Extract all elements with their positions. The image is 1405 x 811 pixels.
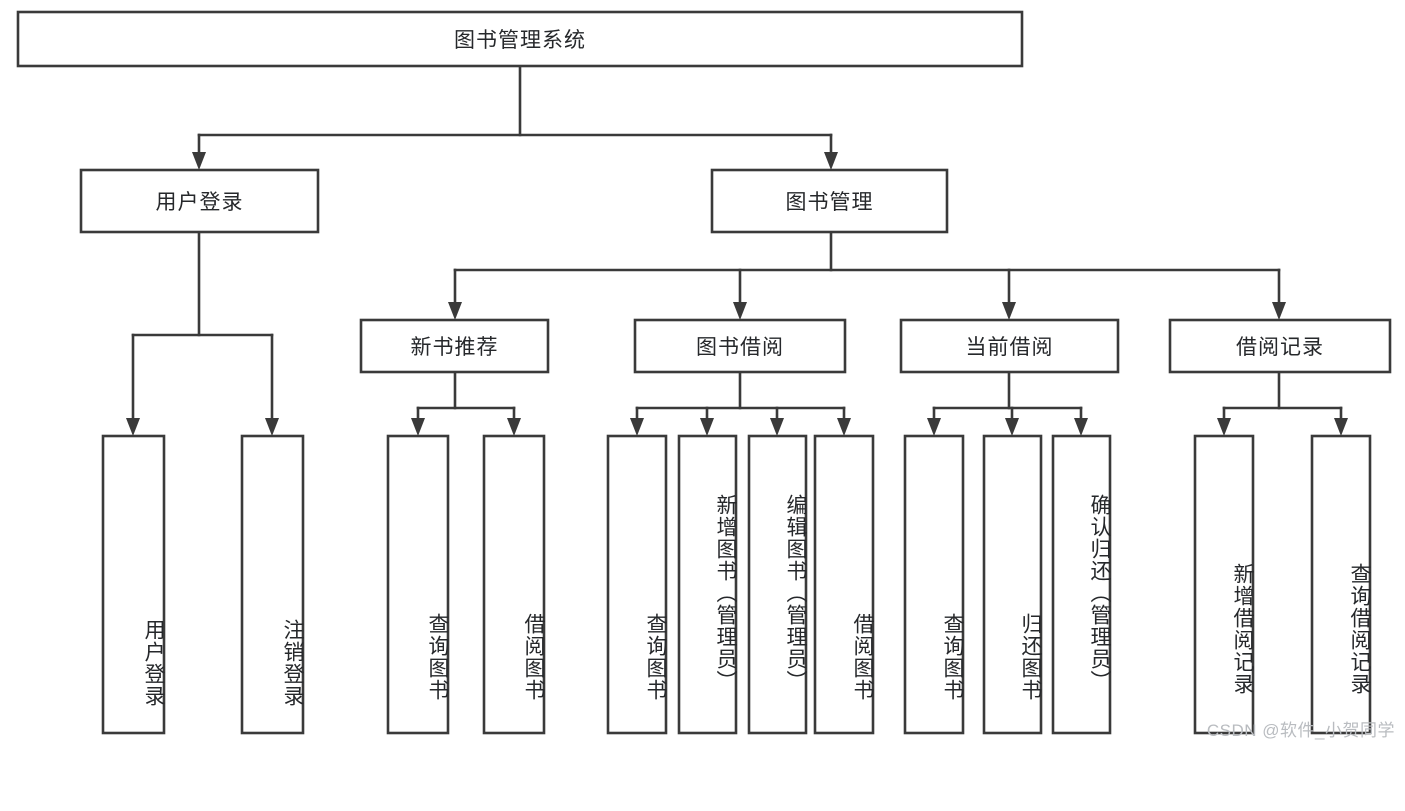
arrowhead-current-borrow [1002, 302, 1016, 320]
arrowhead-leaf-borrow-book [837, 418, 851, 436]
node-current-borrow[interactable] [899, 318, 1120, 374]
arrowhead-leaf-user-login [126, 418, 140, 436]
node-borrow-record[interactable] [1168, 318, 1392, 374]
arrowhead-borrow-record [1272, 302, 1286, 320]
edge-group-root [192, 64, 838, 170]
arrowhead-new-book-recommend [448, 302, 462, 320]
arrowhead-leaf-borrow-book-rec [507, 418, 521, 436]
arrowhead-leaf-confirm-return [1074, 418, 1088, 436]
csdn-watermark: CSDN @软件_小贺同学 [1206, 721, 1395, 740]
arrowhead-book-borrow [733, 302, 747, 320]
node-leaf-add-book[interactable] [677, 434, 738, 735]
node-leaf-query-book-rec[interactable] [386, 434, 450, 735]
node-book-manage[interactable] [710, 168, 949, 234]
node-leaf-user-logout[interactable] [240, 434, 305, 735]
flowchart-svg [16, 10, 1392, 735]
edge-group-current-borrow [927, 370, 1088, 436]
node-leaf-confirm-return[interactable] [1051, 434, 1112, 735]
arrowhead-leaf-add-record [1217, 418, 1231, 436]
node-user-login[interactable] [79, 168, 320, 234]
arrowhead-leaf-edit-book [770, 418, 784, 436]
arrowhead-leaf-add-book [700, 418, 714, 436]
node-leaf-borrow-book[interactable] [813, 434, 875, 735]
edge-group-new-book-recommend [411, 370, 521, 436]
node-leaf-query-record[interactable] [1310, 434, 1372, 735]
arrowhead-leaf-query-record [1334, 418, 1348, 436]
node-leaf-borrow-book-rec[interactable] [482, 434, 546, 735]
node-root[interactable] [16, 10, 1024, 68]
node-leaf-edit-book[interactable] [747, 434, 808, 735]
edge-group-book-manage [448, 230, 1286, 320]
arrowhead-book-manage [824, 152, 838, 170]
arrowhead-leaf-return-book [1005, 418, 1019, 436]
arrowhead-leaf-user-logout [265, 418, 279, 436]
node-leaf-user-login[interactable] [101, 434, 166, 735]
edge-group-borrow-record [1217, 370, 1348, 436]
node-book-borrow[interactable] [633, 318, 847, 374]
arrowhead-user-login [192, 152, 206, 170]
edge-group-book-borrow [630, 370, 851, 436]
node-leaf-query-book-borrow[interactable] [606, 434, 668, 735]
node-leaf-query-book-current[interactable] [903, 434, 965, 735]
arrowhead-leaf-query-book-rec [411, 418, 425, 436]
edge-group-user-login [126, 230, 279, 436]
arrowhead-leaf-query-book-borrow [630, 418, 644, 436]
node-new-book-recommend[interactable] [359, 318, 550, 374]
arrowhead-leaf-query-book-current [927, 418, 941, 436]
node-leaf-add-record[interactable] [1193, 434, 1255, 735]
node-leaf-return-book[interactable] [982, 434, 1043, 735]
diagram-canvas: 图书管理系统 用户登录 图书管理 新书推荐 图书借阅 当前借阅 借阅记录 用户登… [16, 10, 1395, 740]
